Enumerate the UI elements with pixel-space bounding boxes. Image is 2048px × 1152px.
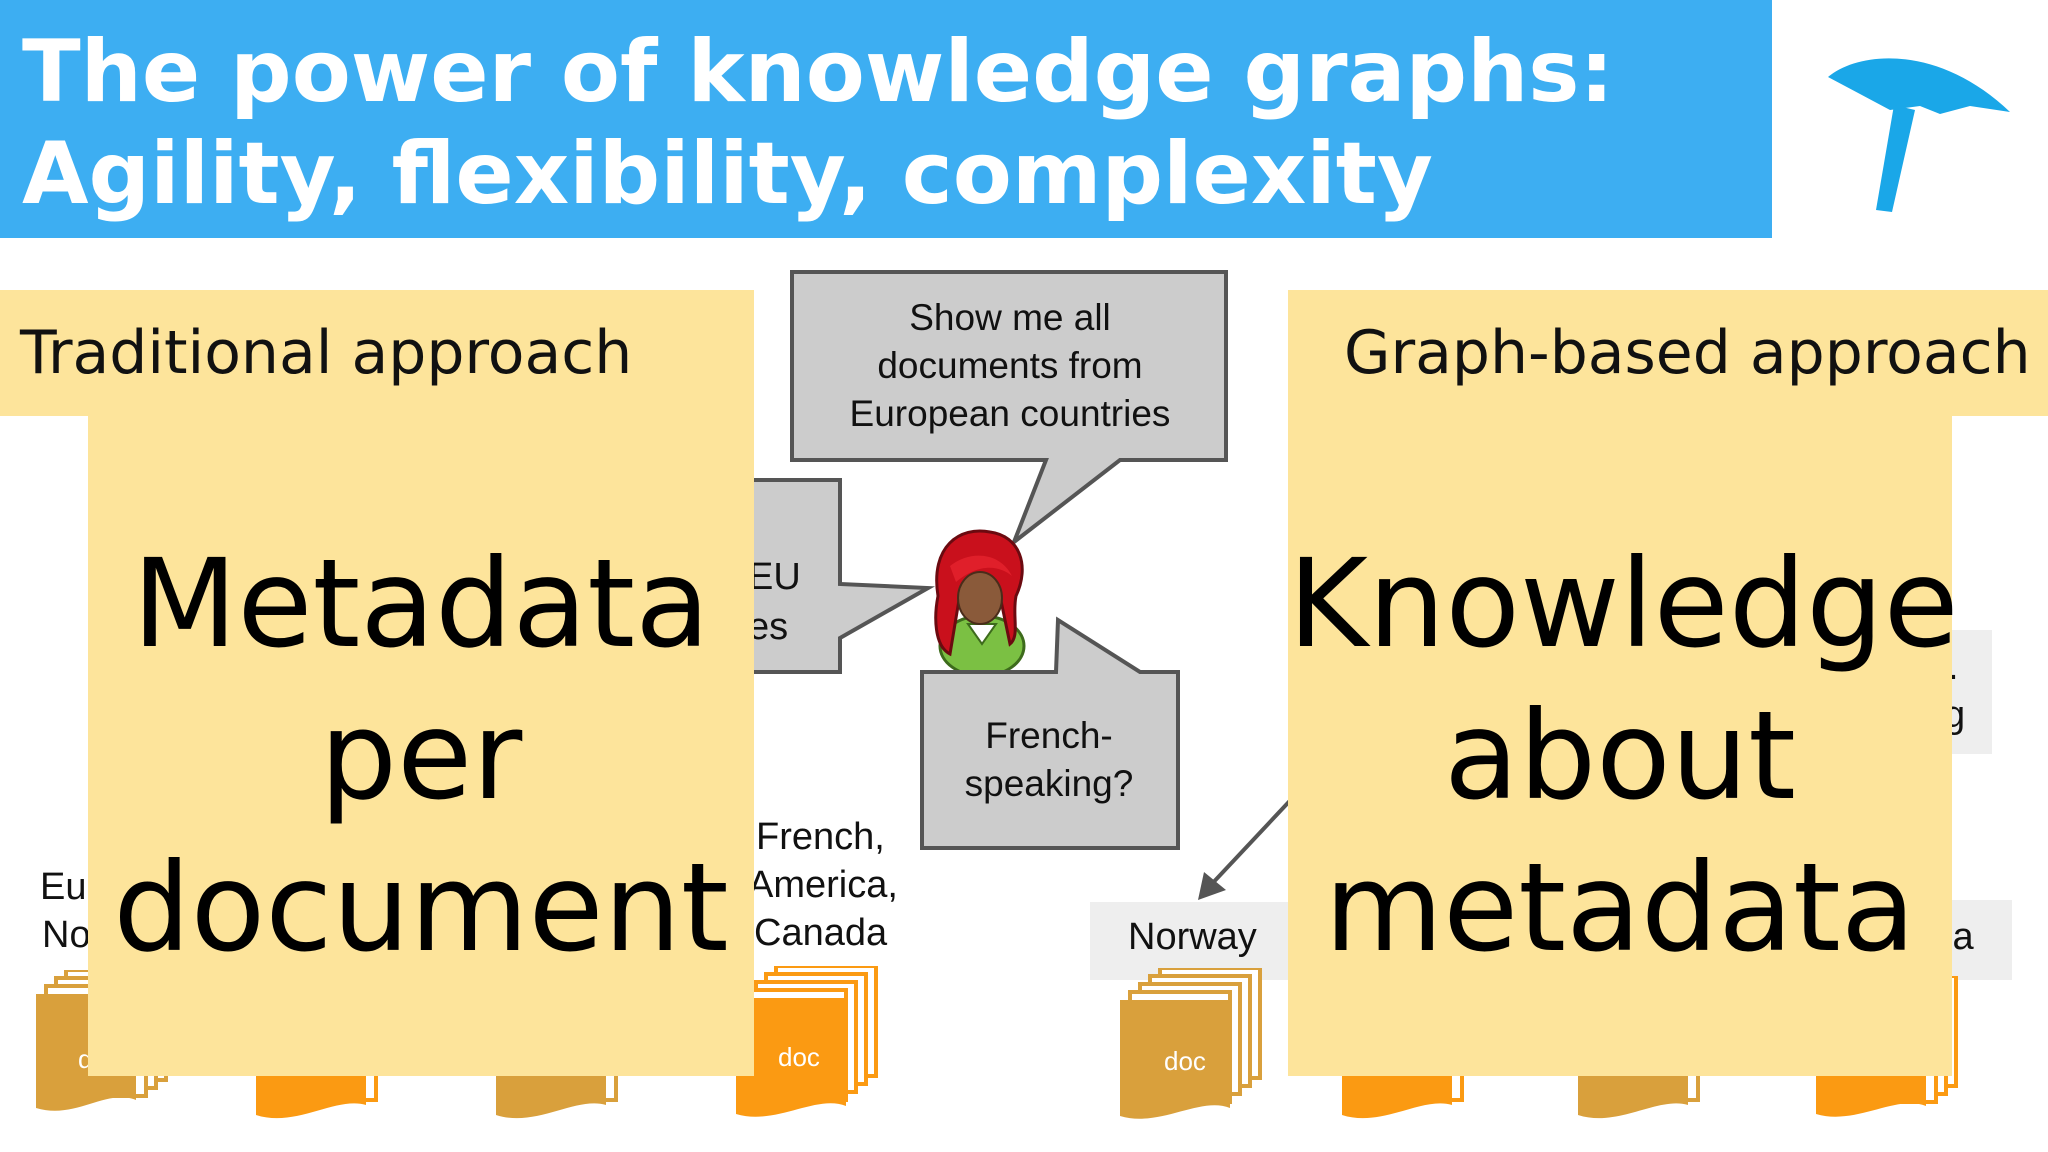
panel-right-line-2: about (1443, 685, 1796, 827)
traditional-header-band: Traditional approach (0, 290, 754, 416)
panel-left-line-1: Metadata (132, 533, 710, 675)
bubble-question-line-1: French- (985, 715, 1113, 756)
tag-canada: Canada (754, 912, 888, 954)
tag-america: America, (748, 864, 898, 906)
partial-node-top-text-a: . (1948, 646, 1959, 688)
arrow-to-norway (1198, 788, 1302, 900)
partial-label-no: No (42, 914, 91, 956)
bubble-query-line-1: Show me all (909, 297, 1111, 338)
traditional-header: Traditional approach (20, 318, 633, 388)
doc-label-norway: doc (1164, 1046, 1206, 1076)
speech-bubble-question (920, 616, 1180, 850)
partial-label-eu: Eu (40, 866, 87, 908)
bubble-es-text: es (748, 606, 789, 648)
panel-left-line-2: per (319, 685, 523, 827)
panel-left-line-3: document (113, 837, 729, 979)
umbrella-icon (1828, 58, 2010, 212)
metadata-per-document-panel: Metadata per document (88, 416, 754, 1076)
document-stack-4 (736, 966, 878, 1117)
bubble-eu-text: EU (748, 556, 801, 598)
graph-header: Graph-based approach (1344, 318, 2031, 388)
title-line-1: The power of knowledge graphs: (22, 22, 1614, 122)
knowledge-about-metadata-panel: Knowledge about metadata (1288, 416, 1959, 1076)
title-banner: The power of knowledge graphs: Agility, … (0, 0, 1772, 238)
partial-node-bottom (1940, 900, 2012, 980)
panel-right-line-1: Knowledge (1288, 533, 1959, 675)
panel-right-line-3: metadata (1324, 837, 1916, 979)
norway-label: Norway (1128, 916, 1257, 958)
norway-node (1090, 902, 1290, 980)
title-line-2: Agility, flexibility, complexity (22, 124, 1433, 224)
graph-header-band: Graph-based approach (1288, 290, 2048, 416)
speech-bubble-query (790, 270, 1228, 548)
bubble-query-line-3: European countries (849, 393, 1171, 434)
document-stack-norway (1120, 968, 1262, 1119)
bubble-question-line-2: speaking? (964, 763, 1134, 804)
bubble-query-line-2: documents from (877, 345, 1143, 386)
person-icon (934, 529, 1026, 676)
tag-french: French, (756, 816, 885, 858)
doc-label-left: doc (778, 1042, 820, 1072)
